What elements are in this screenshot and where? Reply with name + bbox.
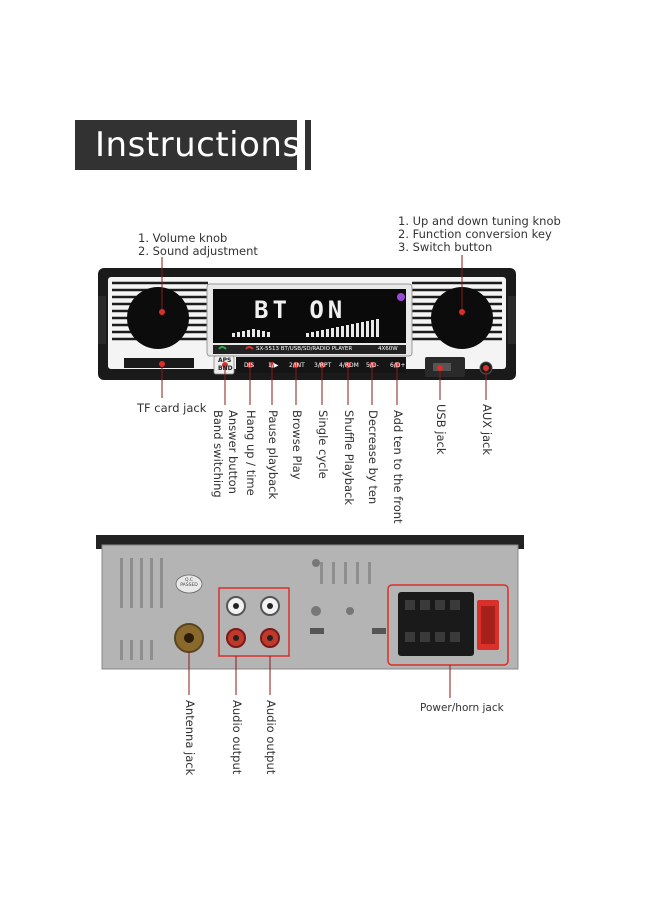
audio-output-label-1: Audio output [230, 700, 244, 775]
usb-jack-label: USB jack [434, 404, 448, 455]
decrease-by-ten-label: Decrease by ten [366, 410, 380, 505]
button-4[interactable]: 4/RDM [339, 362, 359, 369]
band-switching-label: Band switching [211, 410, 225, 498]
tuning-knob-label: 1. Up and down tuning knob [398, 214, 561, 228]
title-box [75, 120, 297, 170]
shuffle-playback-label: Shuffle Playback [342, 410, 356, 506]
back-panel [96, 535, 524, 670]
button-6[interactable]: 6/D+ [390, 362, 406, 369]
tf-card-label: TF card jack [137, 401, 207, 415]
sound-adjustment-label: 2. Sound adjustment [138, 244, 258, 258]
browse-play-label: Browse Play [290, 410, 304, 480]
aux-jack-label: AUX jack [480, 404, 494, 456]
dis-button[interactable]: DIS [244, 362, 255, 369]
back-callouts [188, 652, 451, 698]
antenna-jack-label: Antenna jack [183, 700, 197, 776]
power-horn-jack-label: Power/horn jack [420, 702, 504, 714]
model-text: SX-5513 BT/USB/SD/RADIO PLAYER [256, 346, 353, 352]
function-key-label: 2. Function conversion key [398, 227, 552, 241]
title-accent-bar [305, 120, 311, 170]
switch-button-label: 3. Switch button [398, 240, 493, 254]
hang-up-label: Hang up / time [244, 410, 258, 496]
qc-stamp: Q.C PASSED [180, 578, 198, 588]
button-5[interactable]: 5/D- [366, 362, 379, 369]
front-panel [98, 268, 516, 380]
volume-knob-label: 1. Volume knob [138, 231, 228, 245]
audio-output-label-2: Audio output [264, 700, 278, 775]
power-text: 4X60W [378, 346, 398, 352]
display-text: BT ON [254, 296, 347, 324]
pause-playback-label: Pause playback [266, 410, 280, 500]
page-title: Instructions [95, 125, 301, 165]
single-cycle-label: Single cycle [316, 410, 330, 479]
add-ten-label: Add ten to the front [391, 410, 405, 524]
button-3[interactable]: 3/RPT [314, 362, 332, 369]
front-callouts [161, 255, 487, 405]
bnd-label: BND [218, 365, 233, 372]
button-2[interactable]: 2/INT [289, 362, 305, 369]
answer-button-label: Answer button [226, 410, 240, 494]
tuning-knob [431, 287, 493, 349]
volume-knob [127, 287, 189, 349]
button-1[interactable]: 1/▶ [268, 362, 279, 369]
aps-label: APS [218, 357, 232, 364]
